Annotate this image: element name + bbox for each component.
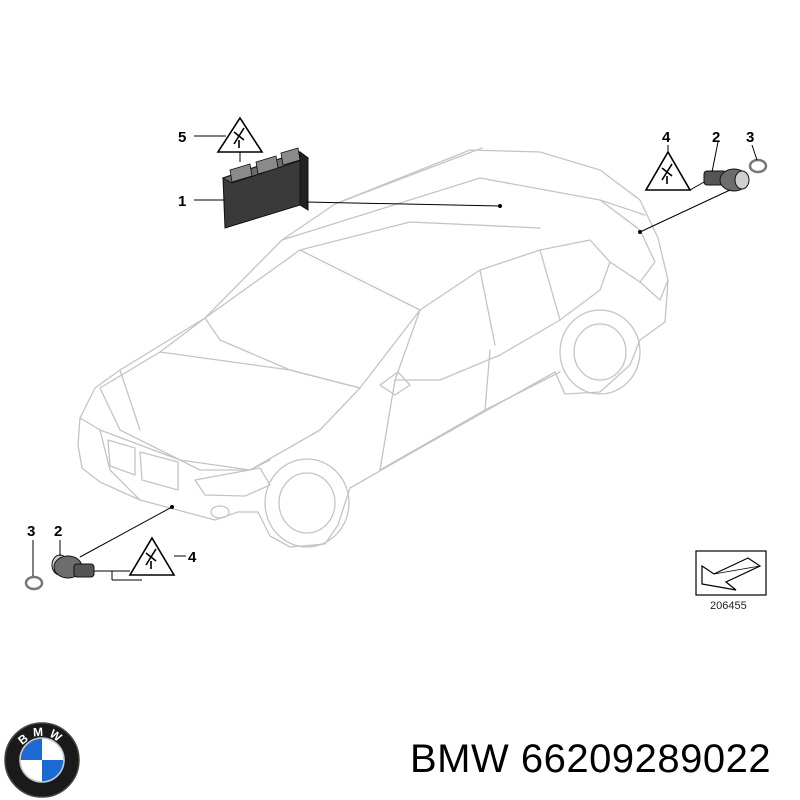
leader-lines: [32, 135, 758, 581]
reference-number: 206455: [710, 600, 747, 612]
callout-rear-ring: 3: [746, 129, 754, 146]
callout-front-caution: 4: [188, 549, 197, 566]
part-number-caption: BMW 66209289022: [410, 737, 772, 781]
front-caution-icon: [128, 536, 176, 576]
callout-front-sensor: 2: [54, 523, 62, 540]
callout-rear-sensor: 2: [712, 129, 720, 146]
callout-module: 1: [178, 193, 186, 210]
car-outline: [77, 147, 669, 548]
front-sensor-icon: [51, 554, 95, 579]
callout-rear-caution: 4: [662, 129, 671, 146]
bmw-logo: BMW: [4, 722, 80, 798]
rear-caution-icon: [644, 150, 692, 191]
callout-module-caution: 5: [178, 129, 186, 146]
module-caution-icon: [216, 116, 264, 162]
reference-box: [695, 550, 767, 596]
callout-front-ring: 3: [27, 523, 35, 540]
rear-ring-icon: [748, 158, 768, 174]
front-ring-icon: [24, 575, 44, 591]
rear-sensor-icon: [703, 168, 750, 192]
control-module: [221, 147, 310, 229]
